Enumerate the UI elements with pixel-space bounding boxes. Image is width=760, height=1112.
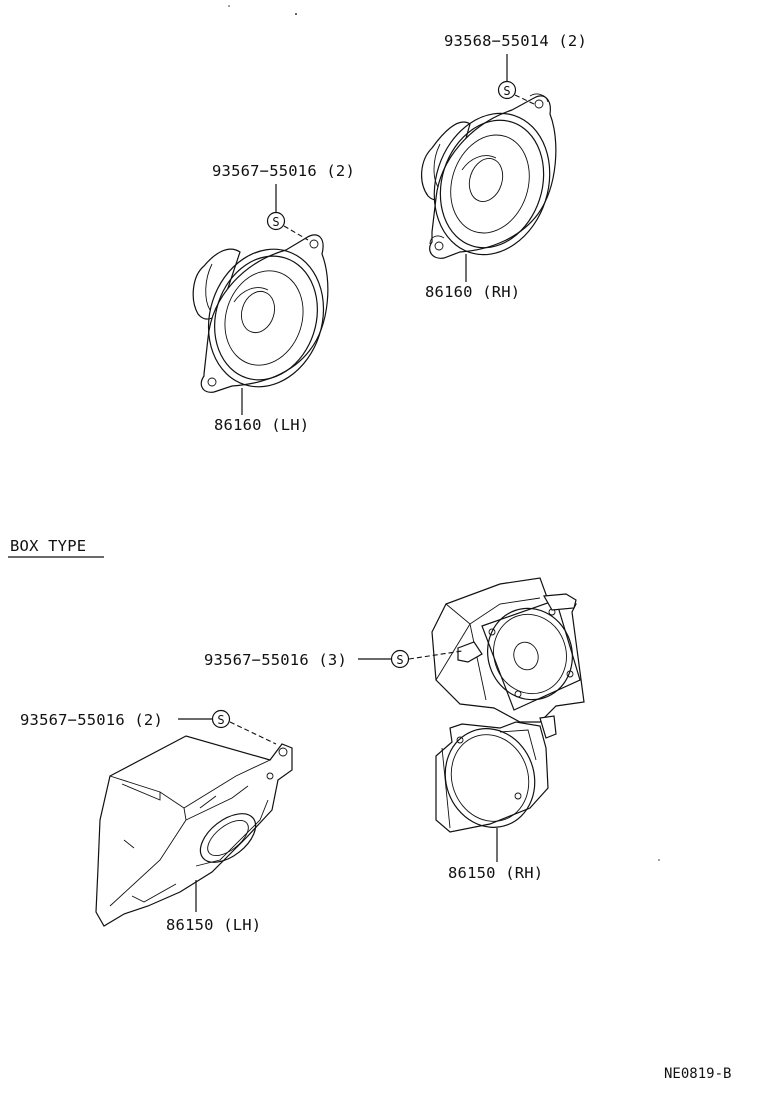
- screw-symbol: S: [396, 653, 403, 667]
- screw-93568-rh-top: S: [497, 54, 535, 105]
- speaker-box-86150-rh: [431, 577, 585, 833]
- speaker-86160-rh: [421, 93, 557, 259]
- screw-93567-box-rh: S: [358, 649, 463, 669]
- screw-93567-lh-top: S: [266, 184, 309, 241]
- label-93568-55014: 93568−55014 (2): [444, 32, 587, 50]
- label-93567-55016-box-rh: 93567−55016 (3): [204, 651, 347, 669]
- drawing-code: NE0819-B: [664, 1066, 731, 1082]
- label-86160-lh: 86160 (LH): [214, 416, 309, 434]
- speck: [295, 13, 297, 15]
- screw-symbol: S: [503, 84, 510, 98]
- speck: [658, 859, 660, 861]
- label-86160-rh: 86160 (RH): [425, 283, 520, 301]
- section-title-box-type: BOX TYPE: [10, 537, 86, 555]
- screw-symbol: S: [272, 215, 279, 229]
- label-93567-55016-box-lh: 93567−55016 (2): [20, 711, 163, 729]
- label-93567-55016-top: 93567−55016 (2): [212, 162, 355, 180]
- speck: [228, 5, 230, 7]
- screw-93567-box-lh: S: [178, 709, 277, 745]
- label-86150-rh: 86150 (RH): [448, 864, 543, 882]
- speaker-box-86150-lh: [95, 735, 293, 927]
- screw-symbol: S: [217, 713, 224, 727]
- label-86150-lh: 86150 (LH): [166, 916, 261, 934]
- speaker-86160-lh: [192, 234, 329, 393]
